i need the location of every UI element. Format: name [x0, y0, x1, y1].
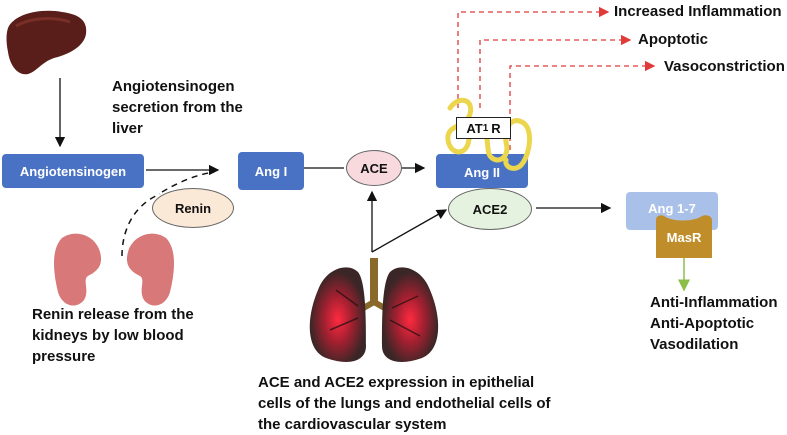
vasoconstriction-text: Vasoconstriction [664, 58, 785, 75]
at1r-label-tail: R [491, 120, 501, 136]
ang2-label: Ang II [463, 165, 501, 180]
angiotensinogen-box: Angiotensinogen [2, 154, 144, 188]
ace-expression-text: ACE and ACE2 expression in epithelial ce… [258, 374, 551, 433]
masr-receptor-icon [656, 215, 712, 258]
angiotensinogen-secretion-text: Angiotensinogen secretion from the liver [112, 78, 243, 137]
ace2-label: ACE2 [472, 201, 508, 217]
ace-ellipse: ACE [346, 150, 402, 186]
masr-label: MasR [666, 229, 702, 245]
increased-inflammation-text: Increased Inflammation [614, 3, 782, 20]
ang1-label: Ang I [254, 163, 288, 179]
apoptotic-dashed-line [479, 34, 632, 108]
ang2-box: Ang II [436, 154, 528, 188]
renin-label: Renin [174, 200, 212, 216]
liver-icon [6, 10, 87, 75]
inflammation-dashed-line [457, 6, 610, 108]
anti-effects-text: Anti-Inflammation Anti-Apoptotic Vasodil… [650, 294, 778, 353]
angiotensinogen-label: Angiotensinogen [19, 163, 127, 179]
at1r-label-main: AT [466, 120, 483, 136]
ang1-box: Ang I [238, 152, 304, 190]
kidney-to-renin-dashed-curve [121, 193, 161, 257]
lungs-to-ace2-arrow [371, 209, 448, 253]
masr-label-wrap: MasR [654, 226, 714, 248]
ang17-label: Ang 1-7 [648, 201, 696, 216]
apoptotic-text: Apoptotic [638, 31, 708, 48]
renin-ellipse: Renin [152, 188, 234, 228]
renin-release-text: Renin release from the kidneys by low bl… [32, 306, 194, 365]
at1r-label-sub: 1 [482, 122, 489, 134]
ace2-ellipse: ACE2 [448, 188, 532, 230]
lungs-icon [309, 258, 439, 362]
kidneys-icon [54, 233, 174, 306]
ace-label: ACE [360, 160, 388, 176]
renin-to-reaction-dashed-curve [161, 171, 215, 193]
